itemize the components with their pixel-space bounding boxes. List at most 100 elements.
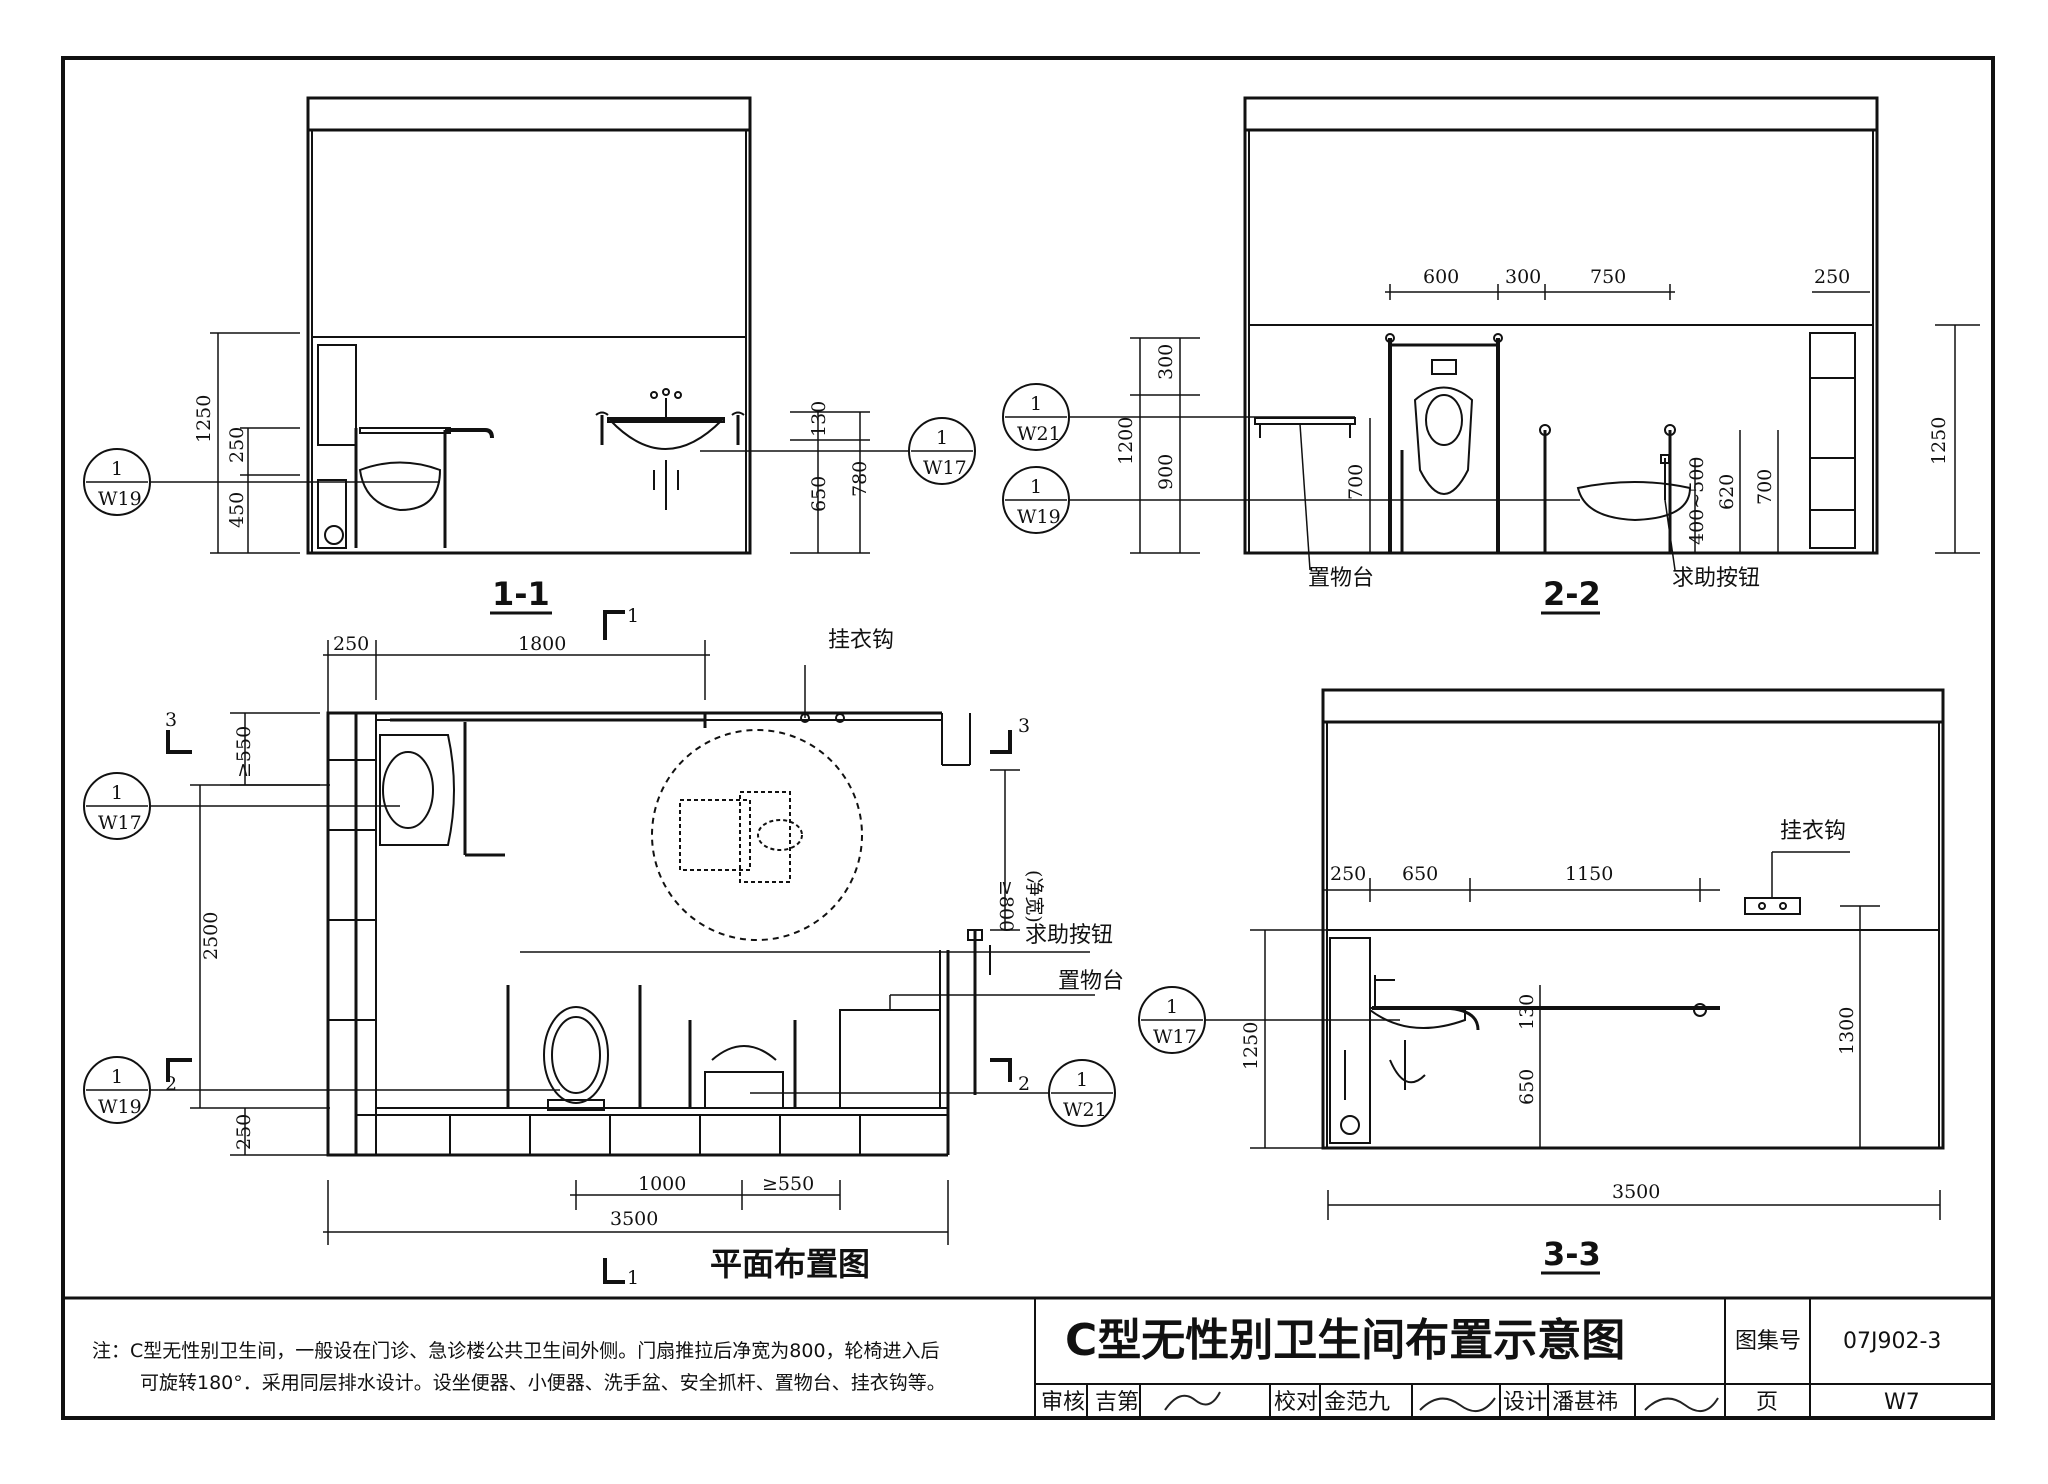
section-2-2 [1243,96,1879,555]
label-3-3-coat-hook: 挂衣钩 [1780,819,1846,844]
dim-1-1-1250: 1250 [193,395,215,443]
dim-3-3-1300: 1300 [1836,1007,1858,1055]
section-1-1-label: 1-1 [492,575,550,613]
note-line-2: 可旋转180°．采用同层排水设计。设坐便器、小便器、洗手盆、安全抓杆、置物台、挂… [140,1372,946,1394]
dim-2-2-700a: 700 [1345,464,1367,500]
svg-text:W21: W21 [1017,423,1061,445]
dim-plan-2500: 2500 [200,912,222,960]
check-name: 金范九 [1324,1390,1390,1415]
label-plan-coat-hook: 挂衣钩 [828,628,894,653]
dim-2-2-600: 600 [1423,266,1459,288]
svg-text:1: 1 [111,782,123,804]
svg-text:1: 1 [1166,996,1178,1018]
svg-text:W17: W17 [1153,1026,1197,1048]
dim-2-2-300: 300 [1505,266,1541,288]
checker-signature [1419,1397,1496,1413]
dim-plan-3500: 3500 [610,1208,658,1230]
dim-1-1-250: 250 [226,427,248,463]
dim-3-3-1250: 1250 [1240,1022,1262,1070]
section-1-1 [306,96,752,555]
dim-3-3-3500: 3500 [1612,1181,1660,1203]
dim-plan-1000: 1000 [638,1173,686,1195]
svg-text:1: 1 [936,427,948,449]
svg-text:1: 1 [1030,393,1042,415]
dim-plan-550: ≥550 [233,726,255,778]
review-label: 审核 [1041,1390,1085,1415]
check-label: 校对 [1274,1390,1318,1415]
cut-mark-3-left: 3 [165,709,177,731]
floor-plan [326,711,991,1157]
svg-text:W17: W17 [923,457,967,479]
section-2-2-label: 2-2 [1543,575,1601,613]
atlas-label: 图集号 [1735,1329,1801,1354]
svg-text:W19: W19 [1017,506,1061,528]
section-3-3-label: 3-3 [1543,1235,1601,1273]
floor-plan-dims [190,640,1020,1245]
label-2-2-shelf: 置物台 [1308,566,1374,591]
design-name: 潘甚祎 [1552,1390,1618,1415]
dim-3-3-650: 650 [1402,863,1438,885]
dim-2-2-400-500: 400~500 [1686,457,1708,545]
reviewer-signature [1164,1391,1221,1411]
dim-3-3-130: 130 [1516,994,1538,1030]
dim-2-2-250: 250 [1814,266,1850,288]
dim-plan-250b: 250 [233,1114,255,1150]
note-line-1: 注：C型无性别卫生间，一般设在门诊、急诊楼公共卫生间外侧。门扇推拉后净宽为800… [92,1340,940,1362]
dim-1-1-780: 780 [849,461,871,497]
ref-bubble-w19-c: 1 W19 [83,1056,560,1124]
atlas-number: 07J902-3 [1843,1329,1941,1354]
ref-bubble-w17-b: 1 W17 [83,772,400,840]
dim-1-1-450: 450 [226,492,248,528]
dim-3-3-250: 250 [1330,863,1366,885]
label-plan-help-button: 求助按钮 [1025,923,1113,948]
svg-text:1: 1 [1030,476,1042,498]
ref-bubble-w21-b: 1 W21 [750,1059,1116,1127]
cut-mark-2-left: 2 [165,1073,177,1095]
dim-2-2-900: 900 [1155,454,1177,490]
plan-label: 平面布置图 [710,1245,870,1283]
dim-3-3-650v: 650 [1516,1069,1538,1105]
dim-plan-1800: 1800 [518,633,566,655]
dim-2-2-750: 750 [1590,266,1626,288]
dim-2-2-300v: 300 [1155,344,1177,380]
dim-1-1-650: 650 [808,476,830,512]
dim-2-2-1250: 1250 [1928,417,1950,465]
ref-bubble-w17-a: 1 W17 [700,417,976,485]
svg-text:W19: W19 [98,488,142,510]
dim-3-3-1150: 1150 [1565,863,1613,885]
svg-text:W17: W17 [98,812,142,834]
cut-mark-1-bottom: 1 [627,1267,639,1289]
page-label: 页 [1756,1390,1778,1415]
sheet-border [61,56,1995,1420]
label-plan-shelf: 置物台 [1058,969,1124,994]
page-number: W7 [1884,1390,1920,1415]
dim-plan-800: ≥800 [995,880,1017,932]
dim-plan-clear-width: (净宽) [1023,870,1045,923]
svg-text:1: 1 [111,458,123,480]
cut-mark-1-top: 1 [627,605,639,627]
section-1-1-dims [210,332,870,554]
cut-mark-3-right: 3 [1018,715,1030,737]
review-name: 吉第 [1095,1390,1139,1415]
dim-2-2-620: 620 [1716,474,1738,510]
svg-text:W19: W19 [98,1096,142,1118]
designer-signature [1644,1397,1719,1413]
svg-text:1: 1 [1076,1069,1088,1091]
ref-bubble-w17-c: 1 W17 [1138,986,1400,1054]
cut-marks [166,610,1012,1284]
section-2-2-dims [1130,284,1980,554]
ref-bubble-w19-a: 1 W19 [83,448,440,516]
design-label: 设计 [1503,1390,1547,1415]
svg-text:W21: W21 [1063,1099,1107,1121]
section-3-3-dims [1250,878,1941,1220]
cut-mark-2-right: 2 [1018,1073,1030,1095]
ref-bubble-w21-a: 1 W21 [1002,383,1355,451]
title-block [1034,1298,1993,1418]
dim-1-1-130: 130 [808,401,830,437]
dim-2-2-700b: 700 [1754,469,1776,505]
dim-2-2-1200: 1200 [1115,417,1137,465]
ref-bubble-w19-b: 1 W19 [1002,466,1580,534]
dim-plan-550b: ≥550 [762,1173,814,1195]
drawing-note: 注：C型无性别卫生间，一般设在门诊、急诊楼公共卫生间外侧。门扇推拉后净宽为800… [92,1335,1012,1399]
